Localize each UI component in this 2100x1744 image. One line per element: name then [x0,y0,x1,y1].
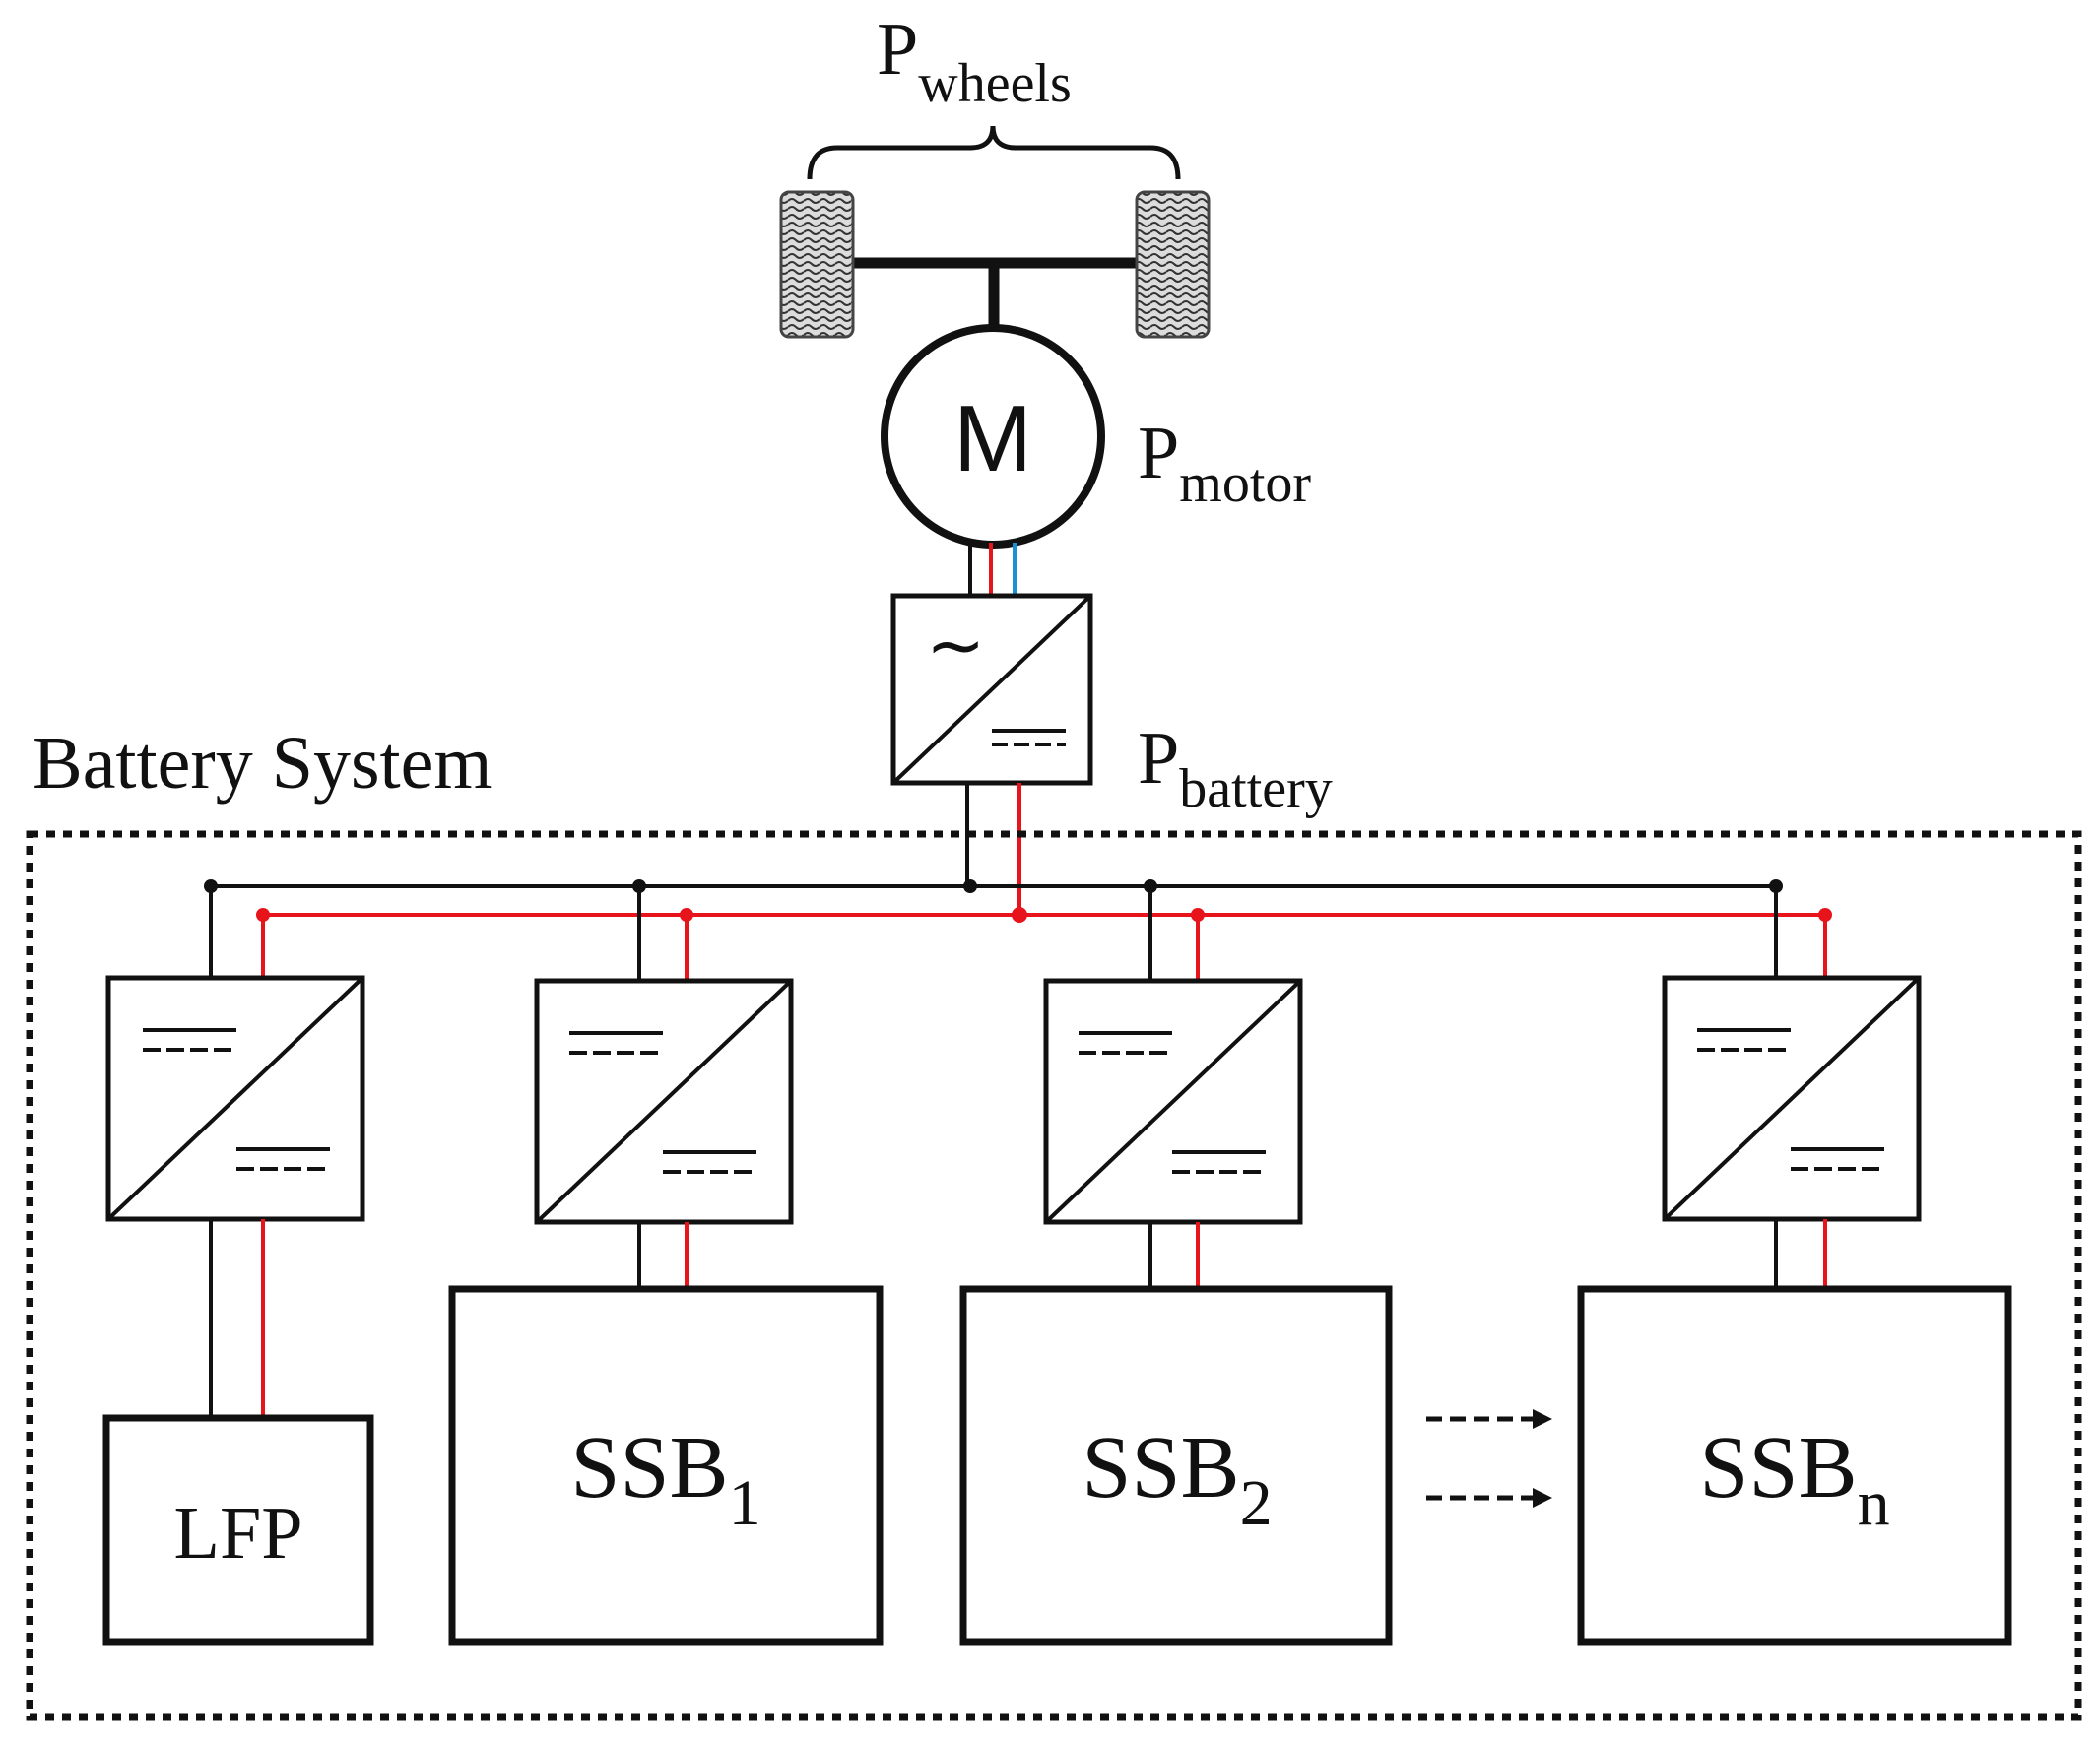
battery-system-title: Battery System [33,722,492,805]
arrowhead-icon [1533,1488,1552,1508]
p-wheels-label: Pwheels [877,8,1072,114]
dcdc-converter-ssbn [1662,886,1922,1289]
converter-diagonal [106,976,364,1221]
dcdc-converter-lfp [105,886,365,1418]
p-battery-label: Pbattery [1138,717,1333,819]
ssb1-battery-box [448,1285,884,1646]
lfp-label: LFP [174,1492,303,1575]
p-motor-label: Pmotor [1138,412,1311,514]
lfp-battery: LFP [102,1414,374,1646]
ssb2-label: SSB2 [1082,1419,1272,1539]
ssb1-battery: SSB1 [448,1285,884,1646]
arrowhead-icon [1533,1409,1552,1429]
dcdc-converter-ssb1 [534,886,794,1289]
ssb2-battery-box [959,1285,1393,1646]
dcdc-converter-ssb2 [1043,886,1303,1289]
converter-diagonal [1663,976,1921,1221]
bus-junctions [204,879,1832,923]
ssbn-battery-box [1577,1285,2012,1646]
continuation-arrows [1426,1409,1552,1508]
ssb1-label: SSB1 [570,1419,760,1539]
ssbn-battery: SSBn [1577,1285,2012,1646]
wheels-brace [807,125,1181,180]
left-wheel-icon [779,190,855,339]
lfp-battery-box [102,1414,374,1646]
ac-symbol: ~ [926,604,985,686]
motor-letter: M [953,386,1032,491]
inverter: ~ [890,593,1093,786]
junction-dot [1012,907,1027,923]
right-wheel-icon [1135,190,1211,339]
junction-dot [963,879,977,893]
wheel-assembly [779,125,1211,339]
motor: M [881,324,1105,549]
converter-diagonal [535,979,793,1224]
battery-system-boundary [26,830,2082,1721]
ssbn-label: SSBn [1699,1419,1889,1539]
converter-diagonal [1044,979,1302,1224]
inverter-diagonal [891,594,1092,785]
ssb2-battery: SSB2 [959,1285,1393,1646]
